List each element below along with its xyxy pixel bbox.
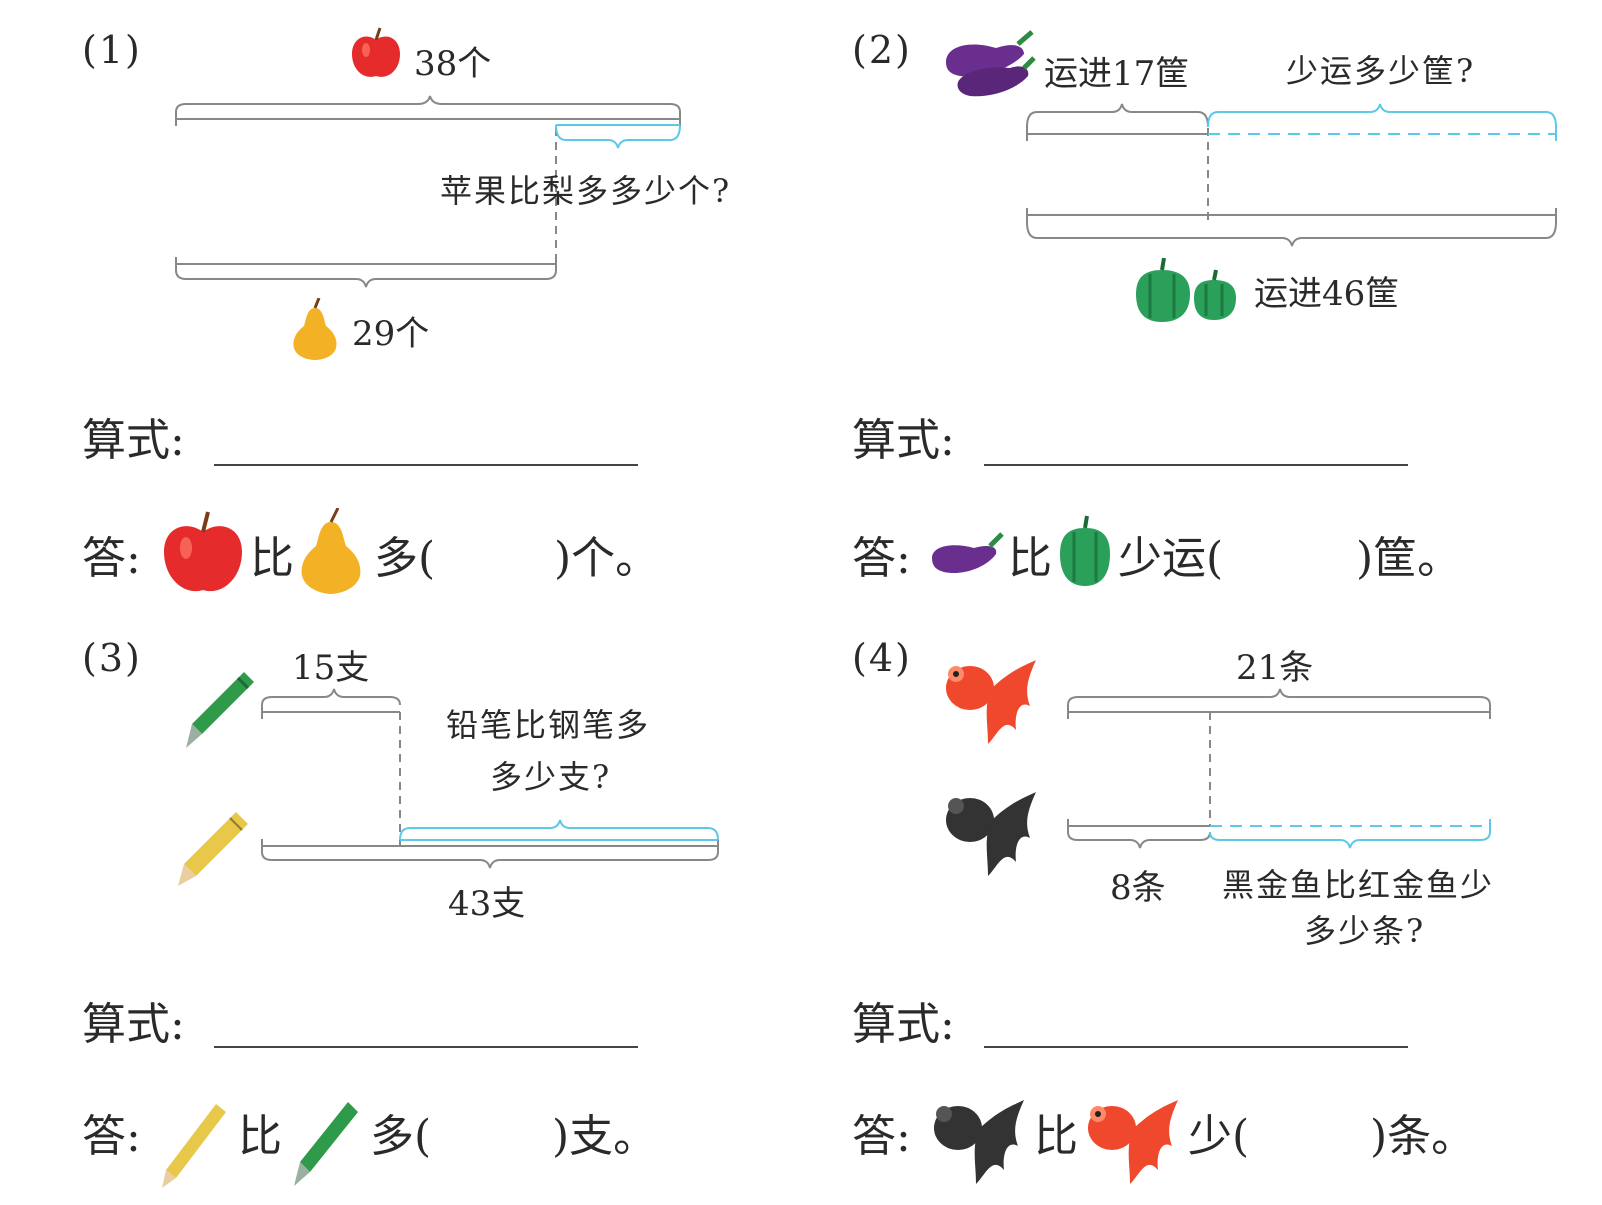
- red-fish-count-label: 21条: [1236, 648, 1314, 688]
- pen-count-label: 15支: [292, 648, 370, 688]
- apple-brace: [175, 95, 681, 113]
- pear-icon: [301, 508, 361, 594]
- eggplant-count-label: 运进17筐: [1044, 54, 1190, 94]
- answer-prefix-1: 答:: [82, 533, 141, 584]
- question-2: 少运多少筐?: [1286, 52, 1476, 90]
- formula-blank-4[interactable]: [984, 1046, 1408, 1048]
- question-4-line2: 多少条?: [1304, 912, 1426, 950]
- answer-word3-3: )支。: [552, 1111, 658, 1162]
- formula-blank-2[interactable]: [984, 464, 1408, 466]
- fountain-pen-icon: [186, 672, 254, 748]
- apple-bar: [175, 112, 681, 126]
- answer-prefix-2: 答:: [852, 533, 911, 584]
- green-pepper-icon: [1060, 515, 1110, 586]
- problem-1-number: (1): [82, 28, 142, 72]
- eggplant-icon: [932, 532, 1004, 574]
- answer-word2-3: 多(: [370, 1111, 432, 1162]
- red-fish-brace: [1067, 688, 1491, 706]
- pear-icon: [293, 298, 337, 360]
- apple-icon: [164, 511, 242, 592]
- green-pepper-icon: [1136, 258, 1236, 322]
- answer-blank-4[interactable]: [1256, 1102, 1366, 1154]
- pepper-bar: [1026, 208, 1557, 222]
- answer-blank-3[interactable]: [440, 1102, 550, 1154]
- pear-bar: [175, 257, 557, 271]
- answer-word1-3: 比: [238, 1111, 282, 1162]
- difference-highlight-4-brace: [1209, 819, 1491, 849]
- answer-blank-1[interactable]: [440, 524, 550, 576]
- black-goldfish-icon: [946, 792, 1036, 876]
- pencil-count-label: 43支: [448, 884, 526, 924]
- black-goldfish-icon: [934, 1100, 1024, 1184]
- red-fish-bar: [1067, 705, 1491, 719]
- answer-word2-4: 少(: [1188, 1111, 1250, 1162]
- answer-word1-2: 比: [1008, 533, 1052, 584]
- answer-prefix-4: 答:: [852, 1111, 911, 1162]
- pear-brace: [175, 269, 557, 288]
- problem-4-number: (4): [852, 636, 912, 680]
- formula-label-1: 算式:: [82, 415, 185, 466]
- pencil-brace: [261, 851, 719, 869]
- eggplant-bar: [1026, 127, 1208, 141]
- problem-3-number: (3): [82, 636, 142, 680]
- pear-count-label: 29个: [352, 314, 430, 354]
- question-3-line1: 铅笔比钢笔多: [446, 706, 651, 744]
- pepper-count-label: 运进46筐: [1254, 274, 1400, 314]
- question-3-line2: 多少支?: [490, 758, 612, 796]
- answer-word3-2: )筐。: [1356, 533, 1462, 584]
- red-goldfish-icon: [1088, 1100, 1178, 1184]
- difference-highlight-3: [399, 819, 719, 841]
- eggplant-icon: [946, 30, 1036, 97]
- apple-icon: [352, 27, 400, 77]
- answer-word3-4: )条。: [1370, 1111, 1476, 1162]
- red-goldfish-icon: [946, 660, 1036, 744]
- answer-word1-1: 比: [250, 533, 294, 584]
- formula-label-3: 算式:: [82, 999, 185, 1050]
- black-fish-brace: [1067, 831, 1211, 849]
- black-fish-count-label: 8条: [1110, 868, 1166, 908]
- answer-prefix-3: 答:: [82, 1111, 141, 1162]
- pepper-brace: [1026, 221, 1557, 247]
- problem-2-number: (2): [852, 28, 912, 72]
- pencil-bar: [261, 839, 719, 853]
- apple-count-label: 38个: [414, 44, 492, 84]
- formula-label-2: 算式:: [852, 415, 955, 466]
- pen-bar: [261, 705, 400, 719]
- pencil-icon: [178, 812, 248, 886]
- eggplant-brace: [1026, 103, 1209, 128]
- difference-highlight-1: [555, 124, 681, 149]
- answer-blank-2[interactable]: [1240, 524, 1350, 576]
- difference-highlight-2-brace: [1207, 103, 1557, 141]
- answer-word2-1: 多(: [374, 533, 436, 584]
- answer-word3-1: )个。: [554, 533, 660, 584]
- formula-blank-3[interactable]: [214, 1046, 638, 1048]
- fountain-pen-icon: [294, 1102, 358, 1186]
- black-fish-bar: [1067, 819, 1210, 833]
- formula-label-4: 算式:: [852, 999, 955, 1050]
- formula-blank-1[interactable]: [214, 464, 638, 466]
- question-4-line1: 黑金鱼比红金鱼少: [1222, 866, 1495, 904]
- answer-word1-4: 比: [1034, 1111, 1078, 1162]
- pen-brace: [261, 688, 401, 706]
- question-1: 苹果比梨多多少个?: [440, 172, 732, 210]
- pencil-icon: [162, 1104, 226, 1188]
- answer-word2-2: 少运(: [1118, 533, 1224, 584]
